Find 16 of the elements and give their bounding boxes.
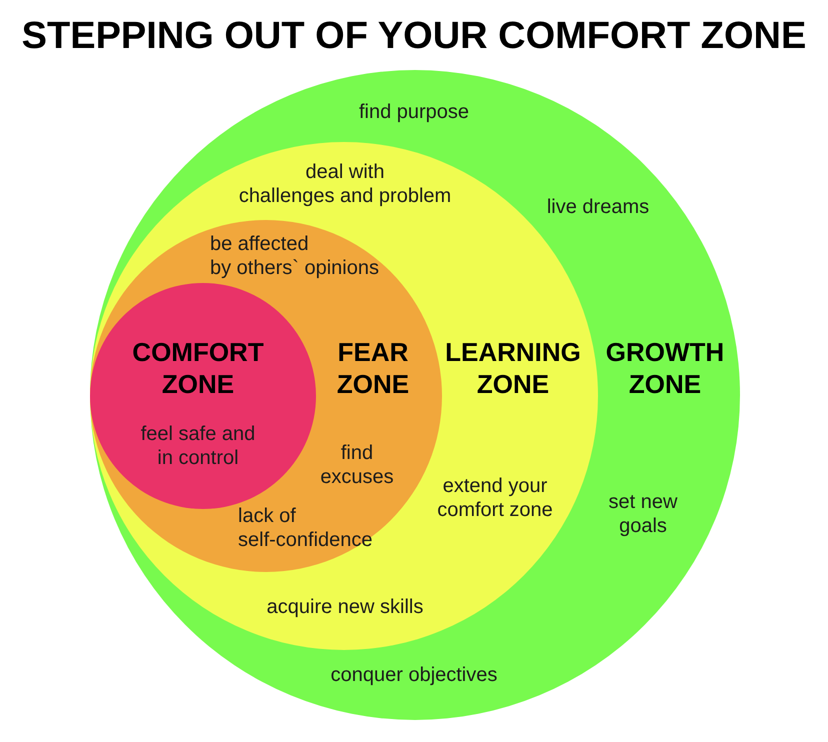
zone-note: find purpose (358, 100, 470, 124)
zone-heading: LEARNING ZONE (445, 336, 581, 400)
zone-note: conquer objectives (330, 663, 498, 687)
zone-heading: GROWTH ZONE (606, 336, 724, 400)
zone-note: lack of self-confidence (238, 504, 373, 552)
zone-note: find excuses (320, 441, 394, 489)
zone-note: deal with challenges and problem (238, 160, 452, 208)
zone-note: be affected by others` opinions (210, 232, 379, 280)
zone-heading: COMFORT ZONE (132, 336, 264, 400)
zone-note: set new goals (608, 490, 678, 538)
diagram-title: STEPPING OUT OF YOUR COMFORT ZONE (22, 16, 806, 58)
zone-note: feel safe and in control (140, 422, 256, 470)
zone-heading: FEAR ZONE (336, 336, 410, 400)
zone-note: extend your comfort zone (437, 474, 553, 522)
zone-note: live dreams (546, 195, 650, 219)
zone-note: acquire new skills (266, 595, 424, 619)
